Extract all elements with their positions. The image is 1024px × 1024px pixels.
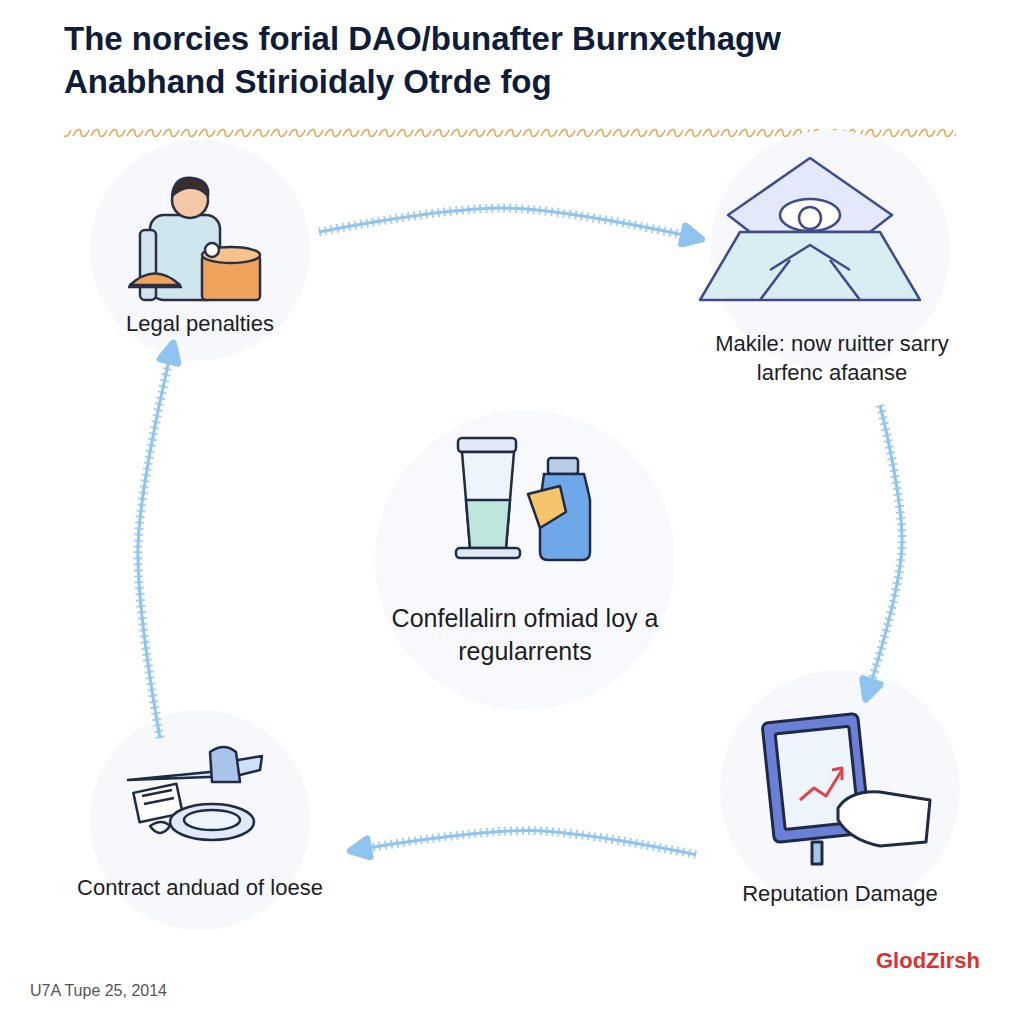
- date-note: U7A Tupe 25, 2014: [30, 982, 167, 1000]
- connector-ticks: [364, 831, 696, 855]
- connector-ticks: [138, 357, 170, 738]
- step-label: Confellalirn ofmiad loy a regularrents: [363, 602, 687, 667]
- cycle-step: Contract anduad of loese: [50, 752, 350, 907]
- plate-icon: [128, 747, 262, 840]
- soft-ground: [720, 670, 960, 910]
- cycle-arrow: [870, 405, 902, 686]
- connector-ticks: [870, 405, 902, 686]
- glass-bottle-icon: [456, 438, 590, 560]
- diagram-title: The norcies forial DAO/bunafter Burnxeth…: [64, 18, 884, 104]
- step-label: Reputation Damage: [718, 880, 962, 909]
- person-icon: [128, 178, 260, 300]
- step-label: Contract anduad of loese: [58, 874, 342, 903]
- soft-ground: [375, 410, 675, 710]
- cycle-step: Legal penalties: [95, 170, 305, 343]
- cycle-arrow: [364, 831, 696, 855]
- cycle-step: Confellalirn ofmiad loy a regularrents: [355, 420, 695, 671]
- tablet-icon: [762, 713, 930, 864]
- cycle-arrow: [138, 357, 170, 738]
- connector-ticks: [319, 208, 688, 236]
- step-label: Legal penalties: [103, 310, 297, 339]
- watermark: GlodZirsh: [876, 948, 980, 974]
- cycle-step: Reputation Damage: [710, 700, 970, 913]
- soft-ground: [90, 140, 310, 360]
- cycle-step: Makile: now ruitter sarry larfenc afaans…: [702, 170, 962, 391]
- cycle-arrow: [319, 208, 688, 236]
- step-label: Makile: now ruitter sarry larfenc afaans…: [710, 330, 954, 387]
- bed-icon: [700, 158, 920, 300]
